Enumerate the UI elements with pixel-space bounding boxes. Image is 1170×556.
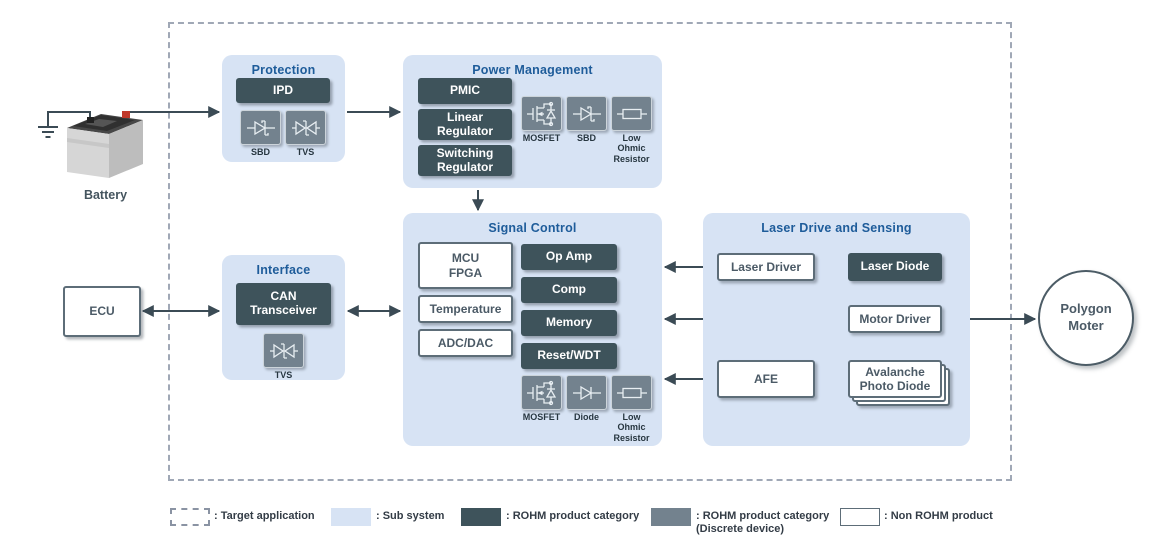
- mcu-fpga-box: MCU FPGA: [418, 242, 513, 289]
- ipd-box: IPD: [236, 78, 330, 103]
- comp-box: Comp: [521, 277, 617, 303]
- tvs-icon: [285, 110, 326, 145]
- sbd-icon: [240, 110, 281, 145]
- ecu-box: ECU: [63, 286, 141, 337]
- avalanche-photo-diode-box: Avalanche Photo Diode: [848, 360, 942, 398]
- legend-label-rohm-product: : ROHM product category: [506, 510, 640, 522]
- battery-image: [67, 111, 143, 178]
- reset-wdt-box: Reset/WDT: [521, 343, 617, 369]
- mosfet-icon: [521, 375, 562, 410]
- mosfet-icon-label: MOSFET: [522, 133, 561, 143]
- diode-icon-label: Diode: [573, 412, 599, 422]
- mosfet-icon: [521, 96, 562, 131]
- afe-box: AFE: [717, 360, 815, 398]
- tvs-icon-label: TVS: [274, 370, 293, 380]
- sbd-icon: [566, 96, 607, 131]
- pmic-box: PMIC: [418, 78, 512, 104]
- diode-icon: [566, 375, 607, 410]
- laser-diode-box: Laser Diode: [848, 253, 942, 281]
- legend-label-non-rohm: : Non ROHM product: [884, 510, 993, 522]
- laser-drive-sensing-title: Laser Drive and Sensing: [761, 221, 912, 235]
- temperature-box: Temperature: [418, 295, 513, 323]
- laser-driver-box: Laser Driver: [717, 253, 815, 281]
- adc-dac-box: ADC/DAC: [418, 329, 513, 357]
- tvs-icon: [263, 333, 304, 368]
- sbd-icon-label: SBD: [576, 133, 596, 143]
- subsystem-protection: Protection: [222, 55, 345, 162]
- low-ohmic-resistor-icon: [611, 375, 652, 410]
- legend-label-rohm-discrete: : ROHM product category (Discrete device…: [696, 510, 830, 536]
- legend-swatch-non-rohm: [840, 508, 880, 526]
- signal-control-title: Signal Control: [488, 221, 577, 235]
- low-ohmic-resistor-icon-label: Low Ohmic Resistor: [613, 412, 650, 443]
- sbd-icon-label: SBD: [250, 147, 270, 157]
- legend-swatch-target-application: [170, 508, 210, 526]
- protection-title: Protection: [251, 63, 316, 77]
- legend-label-target-application: : Target application: [214, 510, 315, 522]
- can-transceiver-box: CAN Transceiver: [236, 283, 331, 325]
- avalanche-photo-diode-stack: Avalanche Photo Diode: [848, 360, 950, 406]
- legend-swatch-sub-system: [331, 508, 371, 526]
- linear-regulator-box: Linear Regulator: [418, 109, 512, 140]
- low-ohmic-resistor-icon-label: Low Ohmic Resistor: [613, 133, 650, 164]
- legend-swatch-rohm-discrete: [651, 508, 691, 526]
- tvs-icon-label: TVS: [296, 147, 315, 157]
- power-management-title: Power Management: [472, 63, 593, 77]
- legend-label-sub-system: : Sub system: [376, 510, 445, 522]
- memory-box: Memory: [521, 310, 617, 336]
- target-application-boundary: [168, 22, 1012, 481]
- switching-regulator-box: Switching Regulator: [418, 145, 512, 176]
- low-ohmic-resistor-icon: [611, 96, 652, 131]
- polygon-motor-circle: Polygon Moter: [1038, 270, 1134, 366]
- op-amp-box: Op Amp: [521, 244, 617, 270]
- mosfet-icon-label: MOSFET: [522, 412, 561, 422]
- motor-driver-box: Motor Driver: [848, 305, 942, 333]
- battery-label: Battery: [83, 188, 128, 202]
- legend-swatch-rohm-product: [461, 508, 501, 526]
- interface-title: Interface: [256, 263, 311, 277]
